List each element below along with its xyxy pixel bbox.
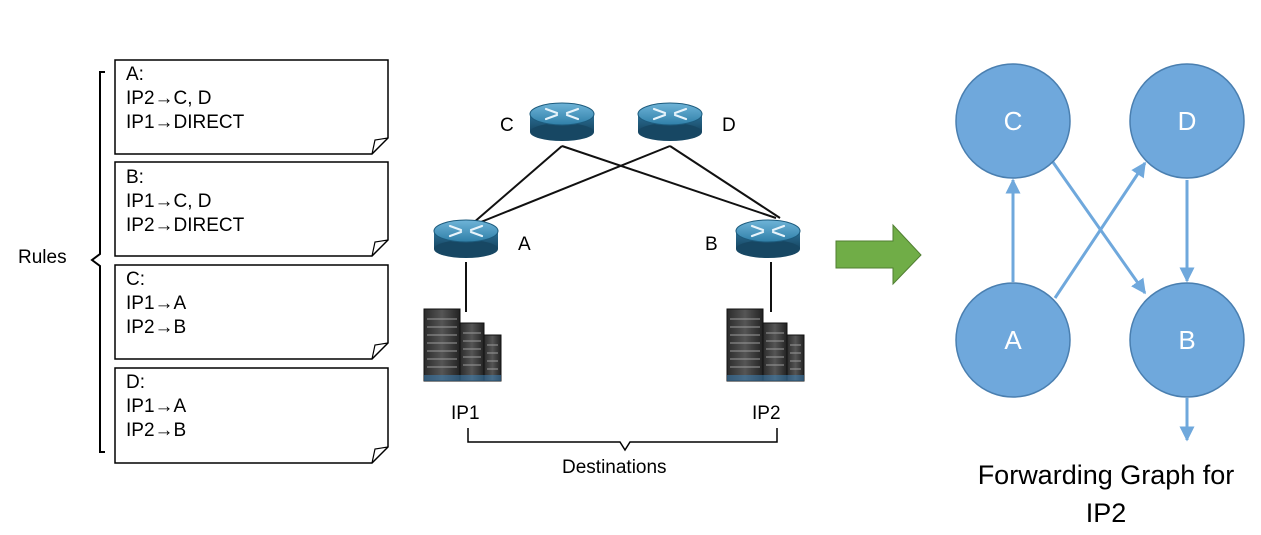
router-b-label: B xyxy=(705,234,718,255)
destinations-label: Destinations xyxy=(562,457,667,478)
forwarding-graph: C D A B Forwarding Graph for IP2 xyxy=(955,63,1245,528)
rule-card-d: D: IP1→A IP2→B xyxy=(114,367,389,464)
graph-caption-line1: Forwarding Graph for xyxy=(978,460,1235,490)
rules-panel: Rules A: IP2→C, D IP1→DIRECT B: IP1→C, D… xyxy=(18,59,389,464)
link-d-a xyxy=(465,145,671,229)
rule-a-title: A: xyxy=(126,64,144,85)
link-c-a xyxy=(464,145,563,231)
edge-c-b xyxy=(1048,157,1147,295)
router-c-label: C xyxy=(500,115,514,136)
rule-c-title: C: xyxy=(126,269,145,290)
server-ip1-icon xyxy=(423,308,502,382)
router-c-icon xyxy=(528,101,596,143)
rules-bracket xyxy=(90,71,105,453)
rule-d-line1: IP1→A xyxy=(126,396,187,417)
router-d-icon xyxy=(636,101,704,143)
network-links xyxy=(464,145,781,312)
rule-card-c: C: IP1→A IP2→B xyxy=(114,264,389,360)
server-ip2-icon xyxy=(726,308,805,382)
graph-edges xyxy=(1005,157,1195,442)
router-d-label: D xyxy=(722,115,736,136)
rule-card-b: B: IP1→C, D IP2→DIRECT xyxy=(114,161,389,257)
graph-node-d xyxy=(1129,63,1245,179)
rule-d-line2: IP2→B xyxy=(126,420,186,441)
rule-a-line1: IP2→C, D xyxy=(126,88,212,109)
rule-card-a: A: IP2→C, D IP1→DIRECT xyxy=(114,59,389,155)
graph-node-c xyxy=(955,63,1071,179)
graph-node-a-label: A xyxy=(1004,325,1022,355)
rule-c-line1: IP1→A xyxy=(126,293,187,314)
router-a-label: A xyxy=(518,234,531,255)
ip1-label: IP1 xyxy=(451,403,480,424)
link-d-b xyxy=(669,145,781,219)
rule-b-title: B: xyxy=(126,167,144,188)
graph-node-b-label: B xyxy=(1178,325,1195,355)
router-b-icon xyxy=(734,218,802,260)
rule-d-title: D: xyxy=(126,372,145,393)
graph-node-d-label: D xyxy=(1178,106,1197,136)
rule-b-line2: IP2→DIRECT xyxy=(126,215,245,236)
rule-b-line1: IP1→C, D xyxy=(126,191,212,212)
network-topology: C D A B IP1 IP2 Destinations xyxy=(423,101,805,478)
rule-c-line2: IP2→B xyxy=(126,317,186,338)
graph-caption-line2: IP2 xyxy=(1086,498,1127,528)
graph-node-b xyxy=(1129,282,1245,398)
transition-arrow-icon xyxy=(835,223,922,286)
rules-label: Rules xyxy=(18,247,67,268)
rule-a-line2: IP1→DIRECT xyxy=(126,112,245,133)
ip2-label: IP2 xyxy=(752,403,781,424)
router-a-icon xyxy=(432,218,500,260)
destinations-bracket xyxy=(467,428,778,452)
graph-node-a xyxy=(955,282,1071,398)
graph-node-c-label: C xyxy=(1004,106,1023,136)
link-c-b xyxy=(561,145,777,219)
